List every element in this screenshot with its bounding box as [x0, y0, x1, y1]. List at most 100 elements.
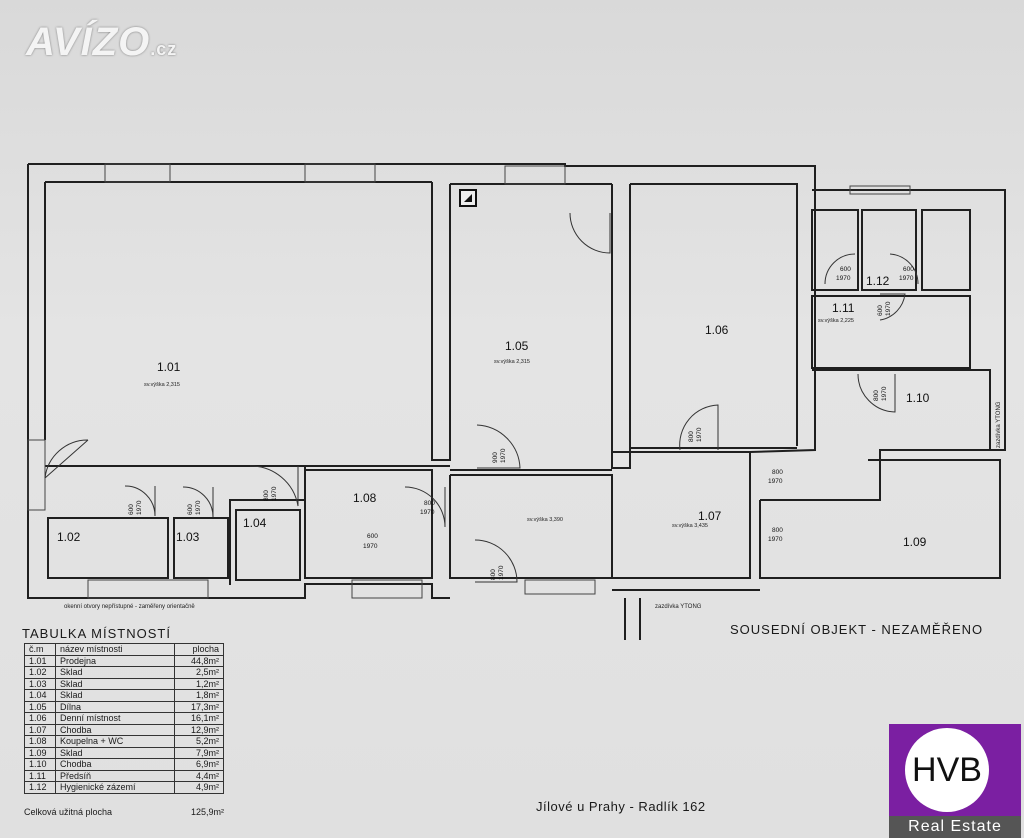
window: [524, 579, 596, 595]
outer-wall-inner: [45, 181, 798, 446]
table-cell: Chodba: [55, 758, 175, 771]
room-height: sv.výška 2,225: [818, 318, 854, 324]
door-dim: 1970: [195, 500, 202, 515]
brand-name: HVB: [905, 728, 989, 812]
table-cell: Chodba: [55, 723, 175, 736]
door-dim: 600: [128, 504, 135, 515]
table-cell: 1.11: [24, 769, 56, 782]
door-dim: 1970: [271, 486, 278, 501]
room-label: 1.09: [903, 535, 927, 549]
hall-107: [449, 451, 751, 579]
wall-lower: [45, 447, 797, 585]
table-cell: Sklad: [55, 677, 175, 690]
table-cell: 7,9m²: [174, 746, 224, 759]
outer-wall: [28, 163, 816, 453]
wing-right: [759, 189, 1006, 579]
table-cell: 12,9m²: [174, 723, 224, 736]
table-cell: Sklad: [55, 689, 175, 702]
col-header: plocha: [174, 643, 224, 656]
room-112-a: [811, 209, 859, 291]
storage-103: [173, 517, 229, 579]
window: [304, 163, 376, 183]
table-cell: 1.04: [24, 689, 56, 702]
window: [87, 579, 209, 599]
wall-105-106: [611, 184, 631, 469]
table-cell: Denní místnost: [55, 712, 175, 725]
total-area: Celková užitná plocha 125,9m²: [24, 807, 224, 817]
room-112-c: [921, 209, 971, 291]
watermark-logo: AVÍZO.cz: [26, 20, 178, 64]
room-height: sv.výška 2,315: [494, 359, 530, 365]
table-cell: 2,5m²: [174, 666, 224, 679]
brand-sub: Real Estate: [889, 816, 1021, 838]
door-dim: 1970: [768, 536, 783, 543]
table-cell: 1.12: [24, 781, 56, 794]
table-cell: 5,2m²: [174, 735, 224, 748]
table-cell: 1.01: [24, 654, 56, 667]
table-cell: 4,9m²: [174, 781, 224, 794]
table-cell: 17,3m²: [174, 700, 224, 713]
door-dim: 600: [877, 305, 884, 316]
door-dim: 1970: [500, 448, 507, 463]
room-label: 1.10: [906, 391, 930, 405]
wall-bottom: [28, 583, 450, 599]
col-header: název místnosti: [55, 643, 175, 656]
table-cell: 1.05: [24, 700, 56, 713]
door-dim: 600: [840, 266, 851, 273]
entrance-door: [27, 439, 46, 511]
room-label: 1.06: [705, 323, 729, 337]
window: [849, 185, 911, 195]
table-cell: Koupelna + WC: [55, 735, 175, 748]
table-cell: 44,8m²: [174, 654, 224, 667]
room-label: 1.11: [832, 301, 855, 315]
door-dim: 1970: [136, 500, 143, 515]
table-cell: 1.07: [24, 723, 56, 736]
room-height: sv.výška 3,435: [672, 523, 708, 529]
table-cell: 6,9m²: [174, 758, 224, 771]
room-label: 1.08: [353, 491, 377, 505]
door-dim: 800: [772, 527, 783, 534]
room-table-title: TABULKA MÍSTNOSTÍ: [22, 626, 171, 641]
door-dim: 1970: [768, 478, 783, 485]
door-dim: 1970: [363, 543, 378, 550]
room-label: 1.03: [176, 530, 200, 544]
table-cell: 1.09: [24, 746, 56, 759]
door-dim: 900: [492, 452, 499, 463]
storage-104: [235, 509, 301, 581]
table-cell: Hygienické zázemí: [55, 781, 175, 794]
table-cell: 16,1m²: [174, 712, 224, 725]
room-label: 1.05: [505, 339, 529, 353]
door-dim: 800: [688, 431, 695, 442]
door-dim: 1970: [899, 275, 914, 282]
door-dim: 800: [772, 469, 783, 476]
window: [351, 579, 423, 599]
outer-wall-left: [27, 164, 46, 599]
door-dim: 600: [367, 533, 378, 540]
door-dim: 1970: [836, 275, 851, 282]
table-cell: Dílna: [55, 700, 175, 713]
table-cell: Sklad: [55, 746, 175, 759]
room-label: 1.07: [698, 509, 722, 523]
door-dim: 800: [263, 490, 270, 501]
room-label: 1.12: [866, 274, 890, 288]
table-cell: 1.03: [24, 677, 56, 690]
door-dim: 600: [187, 504, 194, 515]
neighbor-note: SOUSEDNÍ OBJEKT - NEZAMĚŘENO: [730, 622, 984, 637]
table-cell: 1.08: [24, 735, 56, 748]
room-label: 1.02: [57, 530, 81, 544]
room-108: [304, 469, 433, 579]
door-dim: 800: [490, 569, 497, 580]
windows-note: okenní otvory nepřístupné - zaměřeny ori…: [64, 604, 195, 610]
door-dim: 1970: [885, 301, 892, 316]
table-cell: Prodejna: [55, 654, 175, 667]
door-dim: 1970: [420, 509, 435, 516]
